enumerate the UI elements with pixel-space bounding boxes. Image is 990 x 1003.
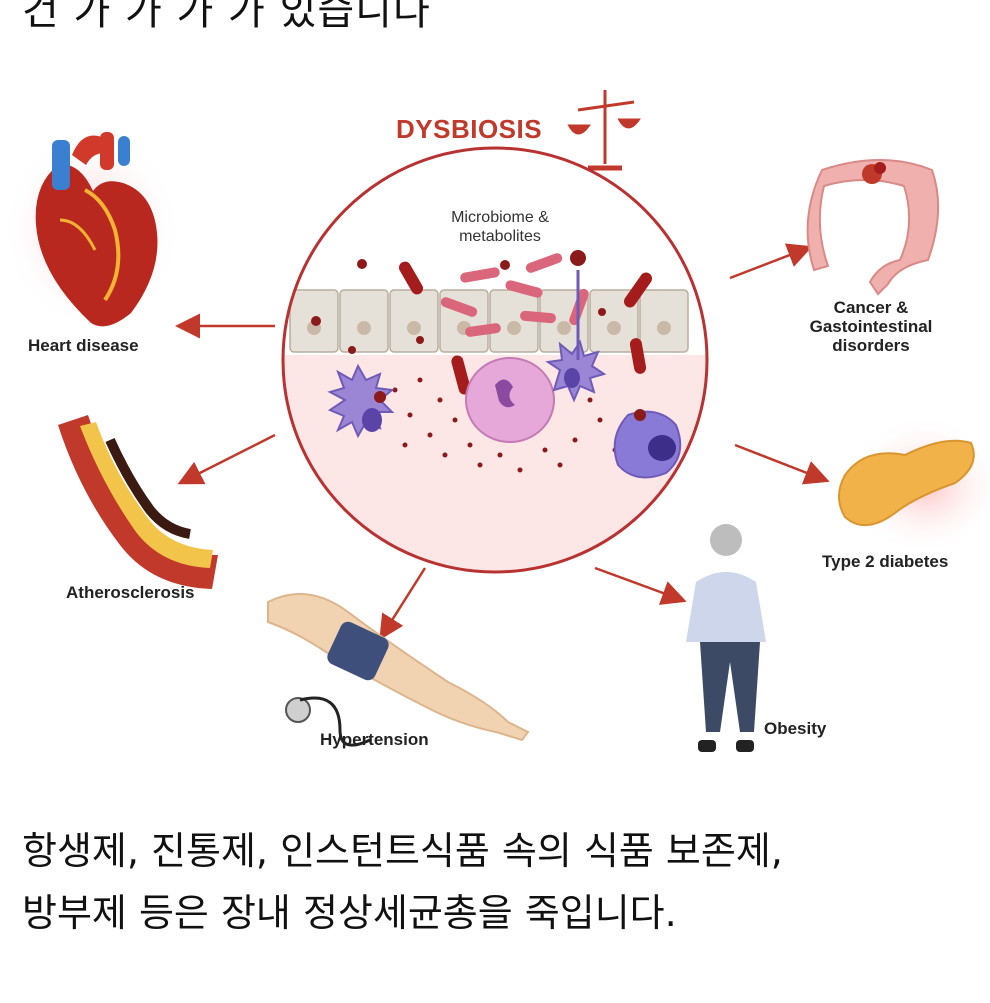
immune-cells — [327, 270, 682, 479]
diagram-title: DYSBIOSIS — [396, 114, 543, 144]
label-cancer-line2: Gastointestinal — [809, 317, 933, 336]
center-label-line2: metabolites — [459, 228, 541, 245]
label-cancer-line3: disorders — [832, 336, 910, 355]
person-obesity-icon — [686, 524, 766, 752]
label-cancer-line1: Cancer & — [833, 298, 909, 317]
label-atherosclerosis: Atherosclerosis — [66, 583, 195, 602]
heart-icon — [2, 130, 182, 330]
arm-icon — [267, 593, 530, 747]
caption-line2: 방부제 등은 장내 정상세균총을 죽입니다. — [22, 891, 677, 935]
arrows — [175, 243, 830, 641]
diagram-graphics — [2, 90, 990, 752]
center-label: Microbiome & metabolites — [420, 208, 580, 246]
label-cancer: Cancer & Gastointestinal disorders — [796, 298, 946, 355]
label-type2-diabetes: Type 2 diabetes — [822, 552, 949, 571]
artery-icon — [58, 415, 218, 589]
label-obesity: Obesity — [764, 719, 827, 738]
scale-icon — [567, 90, 641, 171]
label-heart-disease: Heart disease — [28, 336, 139, 355]
pancreas-icon — [830, 415, 990, 555]
center-label-line1: Microbiome & — [451, 209, 549, 226]
caption: 항생제, 진통제, 인스턴트식품 속의 식품 보존제, 방부제 등은 장내 정상… — [22, 820, 972, 944]
caption-line1: 항생제, 진통제, 인스턴트식품 속의 식품 보존제, — [22, 829, 783, 873]
dysbiosis-diagram: DYSBIOSIS Microbiome & metabolites Heart… — [0, 70, 990, 790]
cropped-top-text: 건 가 가 가 가 있습니다 — [22, 0, 431, 34]
label-hypertension: Hypertension — [320, 730, 429, 749]
colon-icon — [806, 159, 940, 296]
